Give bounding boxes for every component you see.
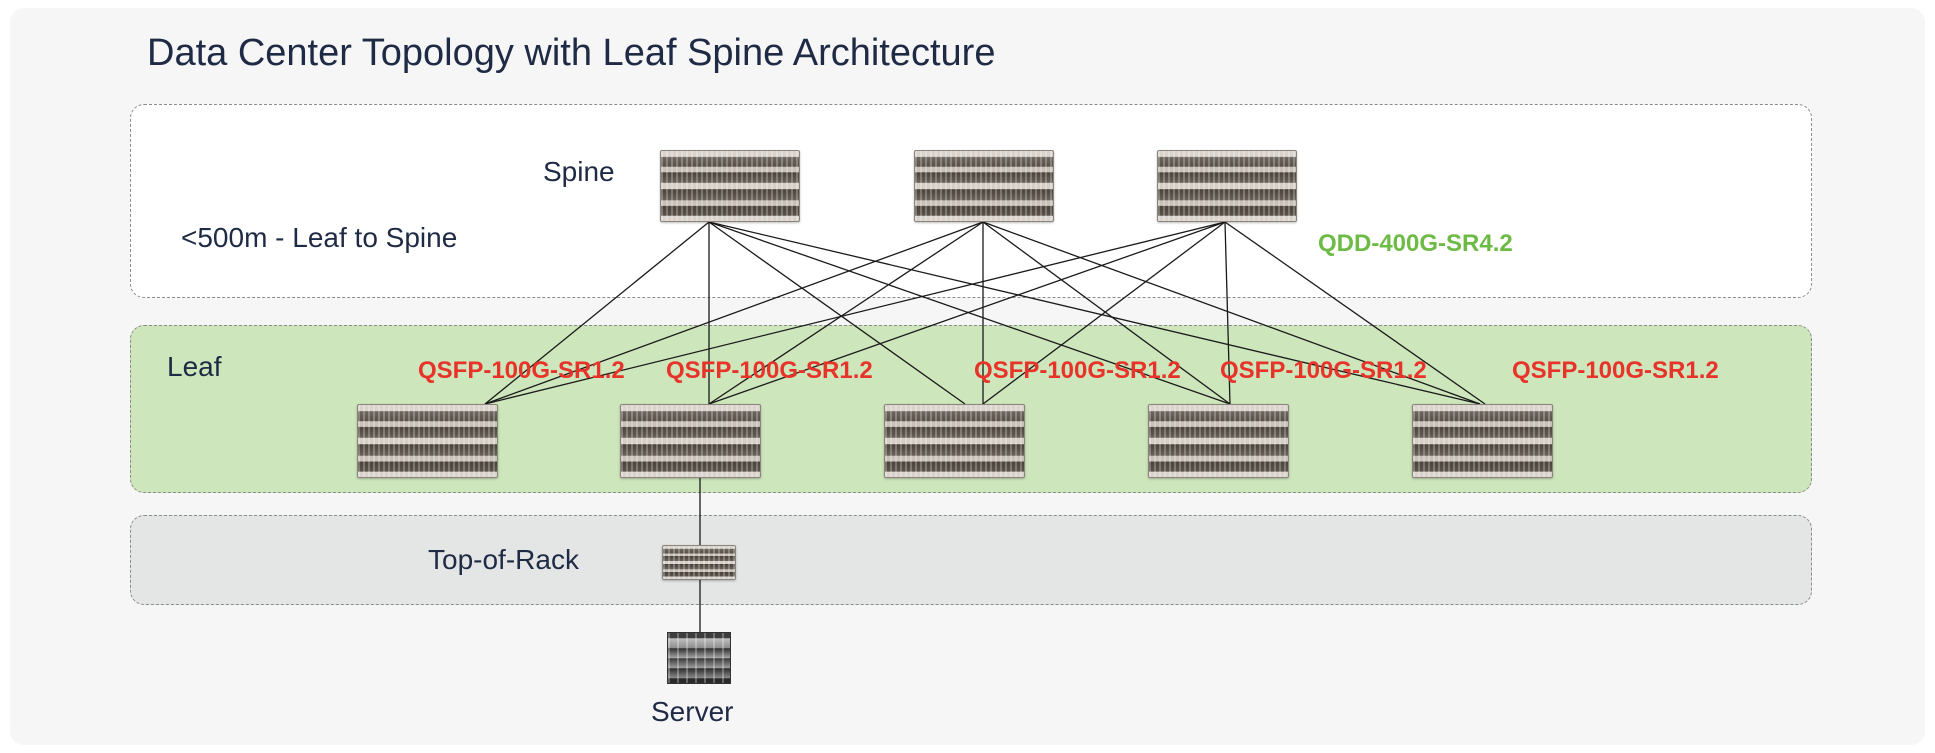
link-spine3-leaf1 (484, 221, 1226, 405)
server-label: Server (651, 696, 734, 727)
leaf-switch-3-icon (884, 404, 1025, 478)
leaf-label: Leaf (167, 351, 222, 382)
link-spine3-leaf2 (708, 221, 1226, 405)
link-spine3-leaf3 (982, 221, 1226, 405)
leaf-optic-label-2: QSFP-100G-SR1.2 (666, 357, 873, 384)
link-spine2-leaf5 (982, 221, 1481, 405)
link-spine3-leaf4 (1224, 221, 1231, 405)
link-spine1-leaf1 (484, 221, 710, 405)
leaf-optic-label-4: QSFP-100G-SR1.2 (1220, 357, 1427, 384)
leaf-switch-2-icon (620, 404, 761, 478)
leaf-to-spine-distance: <500m - Leaf to Spine (181, 222, 458, 253)
leaf-optic-label-1: QSFP-100G-SR1.2 (418, 357, 625, 384)
leaf-optic-label-3: QSFP-100G-SR1.2 (974, 357, 1181, 384)
spine-optic-label: QDD-400G-SR4.2 (1318, 230, 1513, 257)
leaf-switch-1-icon (357, 404, 498, 478)
leaf-switch-5-icon (1412, 404, 1553, 478)
link-spine1-leaf5 (708, 221, 1481, 405)
server-icon (667, 632, 731, 684)
spine-switch-1-icon (660, 150, 800, 222)
leaf-switch-4-icon (1148, 404, 1289, 478)
link-spine2-leaf1 (484, 221, 984, 405)
spine-label: Spine (543, 156, 615, 187)
spine-switch-3-icon (1157, 150, 1297, 222)
tor-switch-icon (662, 545, 736, 580)
diagram-title: Data Center Topology with Leaf Spine Arc… (147, 32, 996, 74)
tor-zone (130, 515, 1812, 605)
spine-switch-2-icon (914, 150, 1054, 222)
link-spine3-leaf5 (1224, 221, 1486, 405)
link-spine2-leaf4 (982, 221, 1231, 405)
link-spine1-leaf3 (708, 221, 966, 405)
tor-label: Top-of-Rack (428, 544, 579, 575)
link-spine1-leaf4 (708, 221, 1231, 405)
leaf-optic-label-5: QSFP-100G-SR1.2 (1512, 357, 1719, 384)
link-spine2-leaf2 (708, 221, 984, 405)
